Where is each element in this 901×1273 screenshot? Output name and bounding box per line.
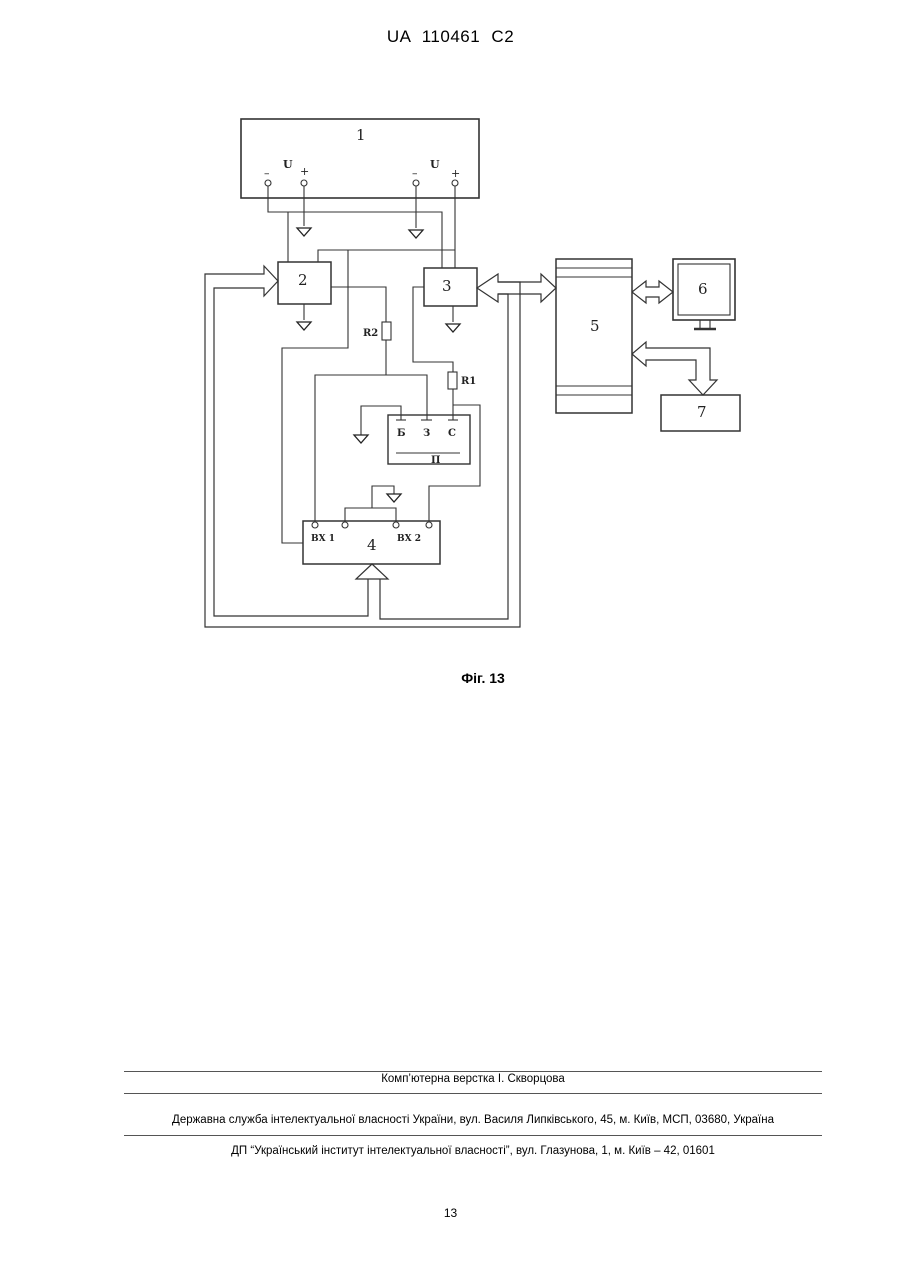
pin-b-label: Б [397, 428, 406, 439]
circuit-diagram: 1 U – + U – + 2 3 R2 R1 Б З С П ВХ 1 ВХ … [0, 0, 901, 700]
plus-left-label: + [300, 165, 309, 178]
bus-arrow-to-block-2 [205, 266, 520, 627]
block-6-label: 6 [698, 280, 708, 298]
resistor-r2 [382, 322, 391, 340]
pin-c-label: С [448, 428, 456, 439]
r1-label: R1 [461, 376, 476, 387]
block-5-label: 5 [590, 317, 600, 335]
minus-right-label: – [412, 167, 418, 180]
block-3-label: 3 [442, 277, 452, 295]
terminal-minus-left [265, 180, 271, 186]
r2-label: R2 [363, 328, 378, 339]
block-1-label: 1 [356, 126, 366, 144]
in1-label: ВХ 1 [311, 534, 335, 544]
in2-label: ВХ 2 [397, 534, 421, 544]
footer-rule-1 [124, 1093, 822, 1094]
plus-right-label: + [451, 167, 460, 180]
resistor-r1 [448, 372, 457, 389]
bus-arrow-5-7 [632, 342, 717, 395]
pin-z-label: З [423, 428, 430, 439]
footer-layout: Комп’ютерна верстка І. Скворцова [124, 1073, 822, 1085]
footer-rule-2 [124, 1135, 822, 1136]
u-right-label: U [430, 158, 440, 171]
minus-left-label: – [264, 167, 270, 180]
terminal-minus-right [413, 180, 419, 186]
bus-arrow-3-5 [498, 274, 556, 302]
block-5-computer [556, 259, 632, 413]
u-left-label: U [283, 158, 293, 171]
device-p [388, 415, 470, 464]
footer-institute: ДП “Український інститут інтелектуальної… [124, 1145, 822, 1157]
footer-rule-top [124, 1071, 822, 1072]
block-7-label: 7 [697, 403, 707, 421]
block-4-label: 4 [367, 536, 377, 554]
footer-office: Державна служба інтелектуальної власност… [124, 1114, 822, 1126]
terminal-plus-left [301, 180, 307, 186]
device-p-label: П [431, 455, 440, 466]
figure-caption: Фіг. 13 [0, 670, 901, 686]
page-number: 13 [0, 1206, 901, 1220]
block-2-label: 2 [298, 271, 308, 289]
bus-arrow-5-6 [632, 281, 673, 303]
terminal-plus-right [452, 180, 458, 186]
